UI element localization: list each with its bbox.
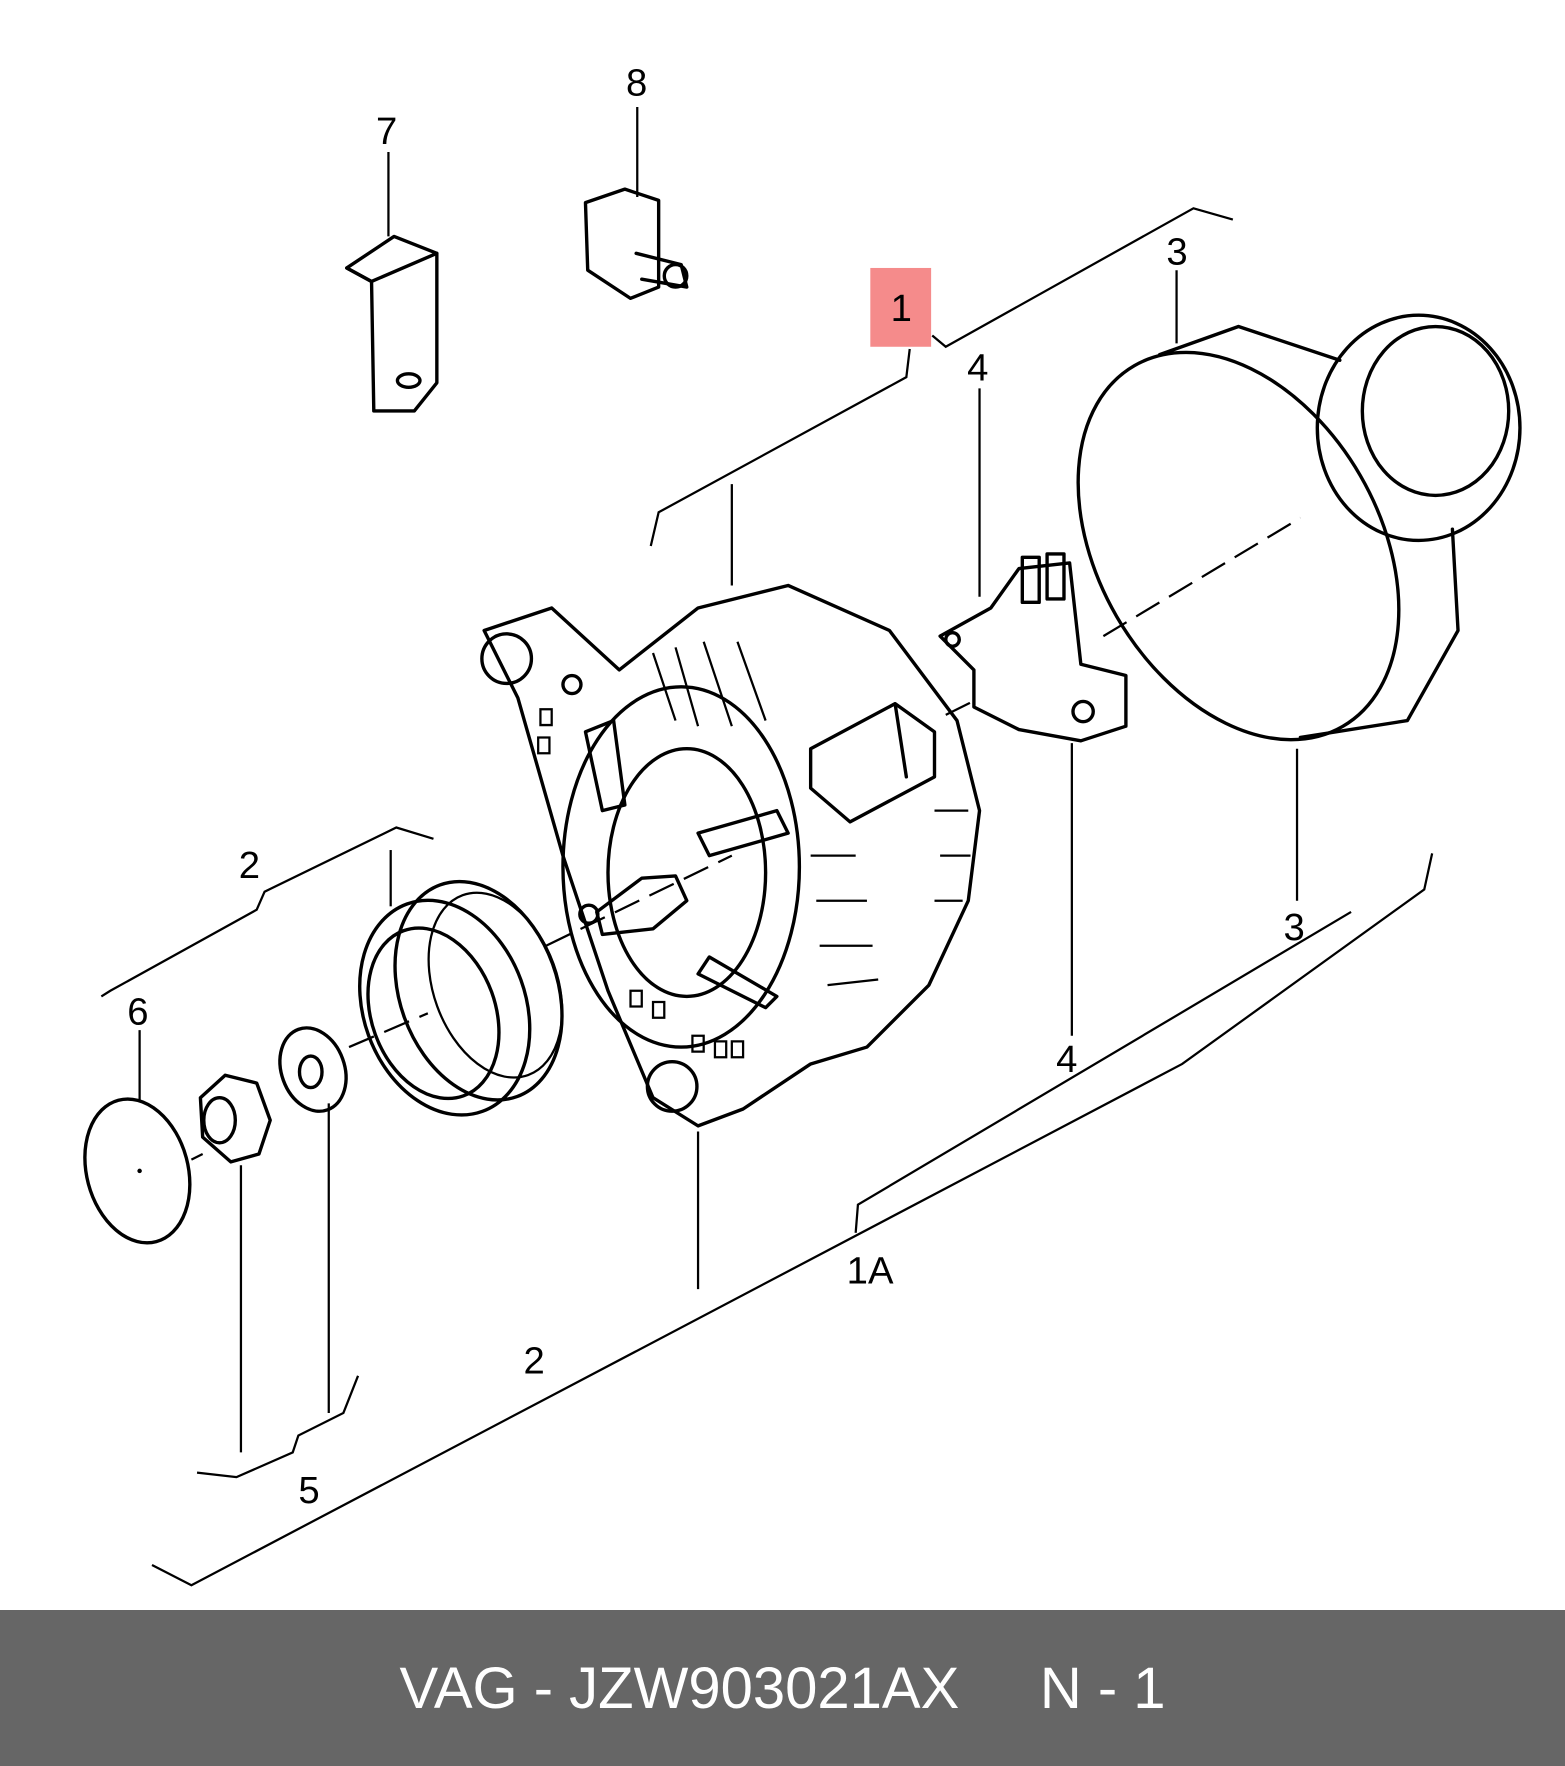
callout-1: 1 (891, 287, 912, 330)
alternator-body (480, 583, 982, 1128)
part-5-washer-nut (198, 1026, 348, 1164)
callout-1A: 1A (847, 1249, 894, 1292)
callout-8: 8 (626, 62, 647, 105)
part-4-regulator (938, 552, 1128, 743)
callout-2-bottom: 2 (524, 1340, 545, 1383)
part-number-footer: VAG - JZW903021AX N - 1 (0, 1610, 1565, 1766)
callout-1-highlight (870, 267, 932, 347)
alternator-exploded-diagram: 7 8 1 3 4 3 4 2 6 1A 2 5 (83, 62, 1522, 1587)
part-8-connector (583, 106, 689, 301)
callout-3-top: 3 (1166, 231, 1187, 274)
part-7-bracket (345, 151, 439, 413)
part-2-pulley (358, 879, 564, 1117)
callout-3-bottom: 3 (1284, 906, 1305, 949)
callout-7: 7 (376, 110, 397, 153)
part-6-cap (83, 1097, 192, 1245)
footer-part-label: VAG - JZW903021AX N - 1 (399, 1655, 1166, 1721)
callout-4-bottom: 4 (1056, 1038, 1077, 1081)
callout-6: 6 (127, 991, 148, 1034)
leader-lines (100, 207, 1434, 1587)
callout-labels: 7 8 1 3 4 3 4 2 6 1A 2 5 (127, 62, 1305, 1512)
callout-4-top: 4 (967, 347, 988, 390)
callout-2-left: 2 (239, 844, 260, 887)
callout-5: 5 (298, 1469, 319, 1512)
part-3-cover (1076, 313, 1522, 742)
